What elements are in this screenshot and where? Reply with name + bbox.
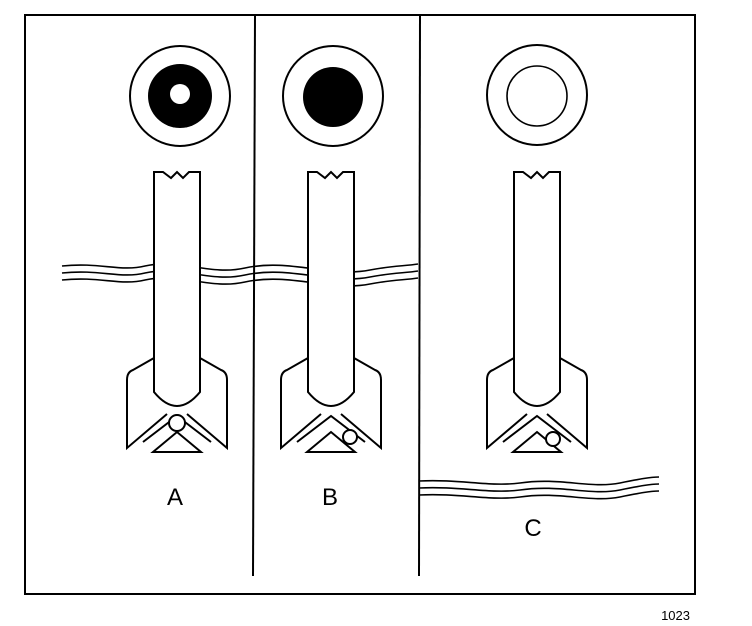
panel-c: C bbox=[486, 44, 588, 542]
ball bbox=[168, 414, 186, 432]
panel-b: B bbox=[280, 45, 384, 511]
panel-a: A bbox=[126, 45, 231, 511]
indicator-solid-disc bbox=[303, 67, 363, 127]
ball bbox=[342, 429, 358, 445]
divider-bc bbox=[418, 14, 421, 577]
ball bbox=[545, 431, 561, 447]
panel-label-a: A bbox=[167, 484, 183, 511]
figure-number: 1023 bbox=[661, 608, 690, 623]
divider-ab bbox=[252, 14, 256, 577]
liquid-level-ab bbox=[61, 263, 419, 287]
indicator-center-dot bbox=[170, 84, 190, 104]
indicator-empty-disc bbox=[506, 65, 568, 127]
panel-label-b: B bbox=[322, 484, 338, 511]
liquid-level-c bbox=[418, 476, 660, 500]
panel-label-c: C bbox=[524, 515, 541, 542]
frame bbox=[24, 14, 696, 595]
